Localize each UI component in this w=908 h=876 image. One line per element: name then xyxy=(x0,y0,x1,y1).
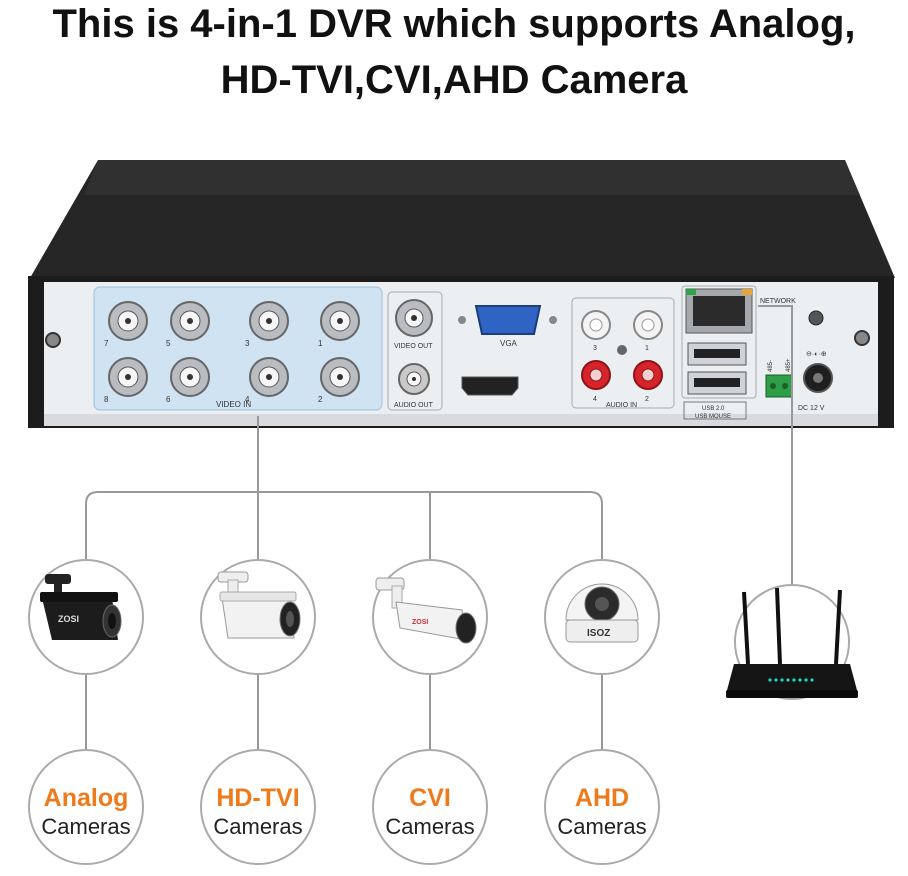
camera-brand-logo: ISOZ xyxy=(587,628,610,639)
camera-ahd: ISOZ xyxy=(544,559,660,675)
camera-brand-logo: ZOSI xyxy=(412,619,428,626)
dvr-unit: 7 5 3 1 8 6 4 2 VIDEO IN VIDEO OUT AUDIO… xyxy=(28,160,895,428)
camera-type-label: AHD xyxy=(575,784,629,812)
screw-icon xyxy=(45,332,61,348)
ground-terminal-icon xyxy=(808,310,824,326)
bullet-camera-white-icon xyxy=(217,571,301,639)
bnc-port-icon xyxy=(320,357,360,397)
camera-type-label: CVI xyxy=(409,784,451,812)
bnc-number: 3 xyxy=(245,339,250,348)
rs485-terminal-icon xyxy=(765,374,793,398)
bnc-port-icon xyxy=(320,301,360,341)
dc-power-label: DC 12 V xyxy=(798,405,825,412)
bullet-camera-white-icon: ZOSI xyxy=(375,577,477,644)
bnc-port-icon xyxy=(170,301,210,341)
headline-line-2: HD-TVI,CVI,AHD Camera xyxy=(220,58,688,102)
hdmi-port-icon xyxy=(461,376,519,396)
label-hdtvi-cameras: HD-TVI Cameras xyxy=(200,749,316,865)
audio-in-number: 1 xyxy=(645,345,649,352)
camera-analog: ZOSI xyxy=(28,559,144,675)
camera-sub-label: Cameras xyxy=(557,814,646,839)
video-out-bnc-icon xyxy=(395,299,433,337)
bnc-port-icon xyxy=(108,357,148,397)
dome-camera-icon: ISOZ xyxy=(565,583,639,643)
label-analog-cameras: Analog Cameras xyxy=(28,749,144,865)
camera-brand-logo: ZOSI xyxy=(58,614,79,624)
label-cvi-cameras: CVI Cameras xyxy=(372,749,488,865)
av-out-region xyxy=(387,291,443,411)
audio-out-rca-icon xyxy=(398,363,430,395)
vga-screw-icon xyxy=(549,316,557,324)
headline-line-1: This is 4-in-1 DVR which supports Analog… xyxy=(52,2,856,46)
bnc-port-icon xyxy=(170,357,210,397)
ground-screw-icon xyxy=(617,345,627,355)
power-polarity-icon: ⊖·◐·⊕ xyxy=(806,351,827,358)
network-usb-region xyxy=(681,285,757,399)
camera-hdtvi xyxy=(200,559,316,675)
bnc-ports-video-in xyxy=(108,301,360,397)
bullet-camera-black-icon: ZOSI xyxy=(40,574,122,640)
camera-sub-label: Cameras xyxy=(41,814,130,839)
network-cable-line xyxy=(758,305,793,585)
audio-in-rca-icon xyxy=(633,360,663,390)
audio-out-label: AUDIO OUT xyxy=(394,402,434,409)
audio-in-number: 2 xyxy=(645,396,649,403)
bnc-number: 8 xyxy=(104,395,109,404)
video-out-label: VIDEO OUT xyxy=(394,343,433,350)
camera-bus-line xyxy=(85,491,603,560)
bnc-number: 7 xyxy=(104,339,109,348)
vga-screw-icon xyxy=(458,316,466,324)
bnc-port-icon xyxy=(108,301,148,341)
rs485-plus-label: 485+ xyxy=(786,358,792,372)
camera-type-label: Analog xyxy=(44,784,129,812)
vga-label: VGA xyxy=(500,339,518,348)
audio-in-rca-icon xyxy=(633,310,663,340)
usb-label: USB 2.0 xyxy=(702,406,725,412)
vga-port-icon xyxy=(474,305,542,335)
bnc-port-icon xyxy=(249,357,289,397)
wifi-router-icon xyxy=(726,587,858,698)
rs485-minus-label: 485- xyxy=(768,360,774,372)
camera-sub-label: Cameras xyxy=(213,814,302,839)
router xyxy=(726,584,858,700)
bnc-number: 5 xyxy=(166,339,171,348)
audio-in-label: AUDIO IN xyxy=(606,402,637,409)
connection-lines xyxy=(85,305,793,750)
label-ahd-cameras: AHD Cameras xyxy=(544,749,660,865)
camera-sub-label: Cameras xyxy=(385,814,474,839)
bnc-number: 4 xyxy=(245,395,250,404)
audio-in-number: 4 xyxy=(593,396,597,403)
usb-mouse-label: USB MOUSE xyxy=(695,414,731,420)
bnc-number: 2 xyxy=(318,395,323,404)
audio-in-region xyxy=(571,297,675,409)
bnc-number: 6 xyxy=(166,395,171,404)
audio-in-rca-icon xyxy=(581,310,611,340)
bnc-port-icon xyxy=(249,301,289,341)
camera-cvi: ZOSI xyxy=(372,559,488,675)
camera-type-label: HD-TVI xyxy=(216,784,299,812)
bnc-number: 1 xyxy=(318,339,323,348)
screw-icon xyxy=(854,330,870,346)
network-label: NETWORK xyxy=(760,298,796,305)
video-in-region xyxy=(93,286,383,411)
audio-in-rca-icon xyxy=(581,360,611,390)
video-in-label: VIDEO IN xyxy=(216,400,251,409)
audio-in-number: 3 xyxy=(593,345,597,352)
